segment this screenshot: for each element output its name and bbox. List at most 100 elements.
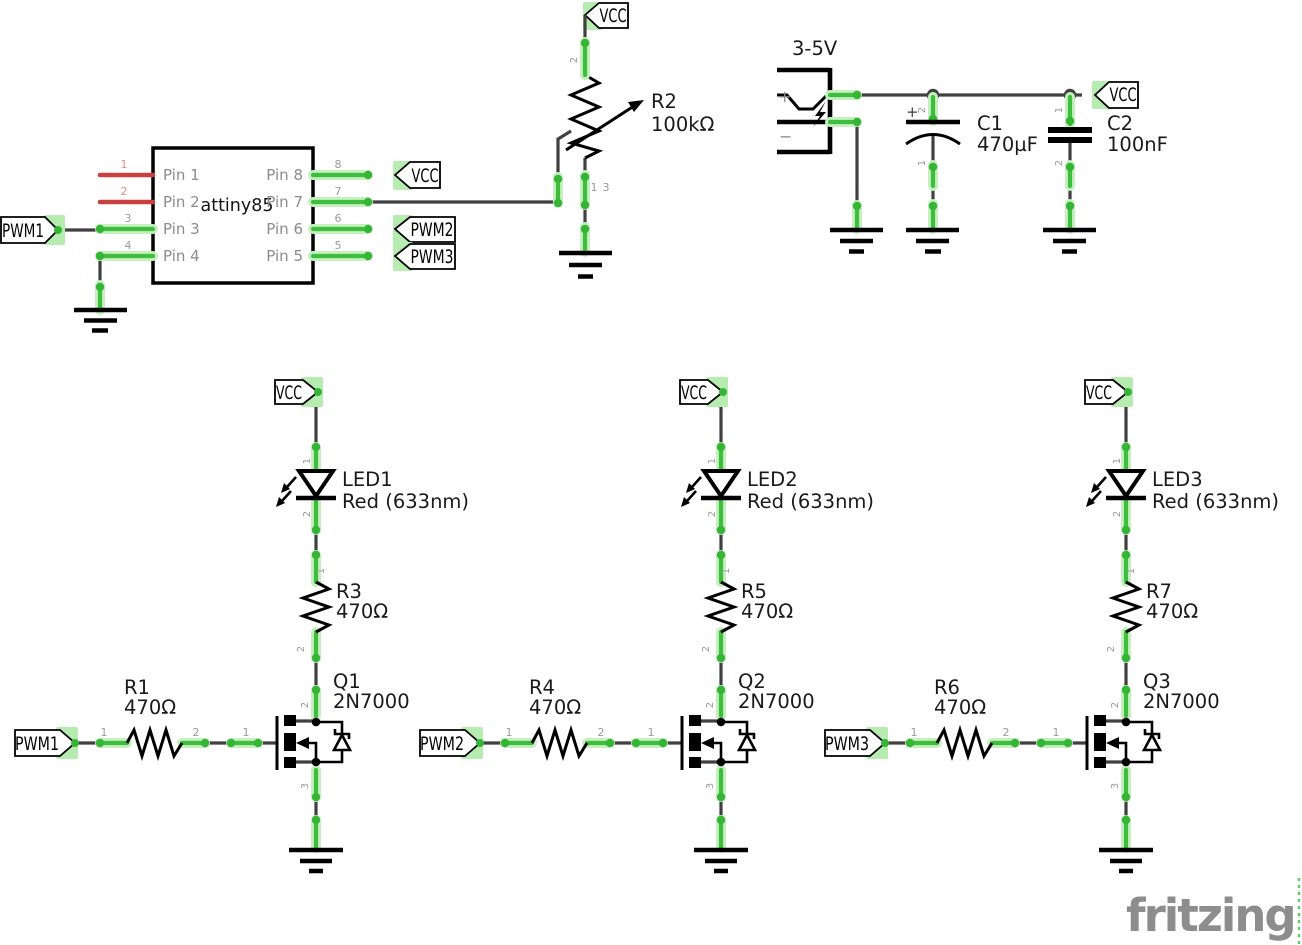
pin-number: 1 — [101, 726, 108, 739]
ic-pin7-label: Pin 7 — [266, 193, 303, 211]
cap-value: 470µF — [977, 133, 1038, 156]
pin-number: 3 — [603, 181, 610, 194]
net-flag-vcc-pin8[interactable]: VCC — [393, 161, 441, 190]
led-channel-3[interactable] — [825, 377, 1160, 871]
net-label: VCC — [412, 165, 439, 187]
led-channel-2-labels: VCC PWM2 LED2 Red (633nm) R5 470Ω Q2 2N7… — [420, 382, 874, 789]
pin-number: 2 — [917, 107, 928, 113]
led-ref: LED1 — [342, 468, 393, 491]
pin-number: 1 — [1053, 726, 1060, 739]
pin-number: 1 — [917, 160, 928, 166]
led-value: Red (633nm) — [1152, 490, 1279, 513]
pin-number: 3 — [705, 783, 716, 789]
ic-pin3-label: Pin 3 — [163, 220, 200, 238]
led-channel-3-labels: VCC PWM3 LED3 Red (633nm) R7 470Ω Q3 2N7… — [825, 382, 1279, 789]
ic-pin8-label: Pin 8 — [266, 166, 303, 184]
net-label: VCC — [1110, 84, 1137, 106]
pin-number: 2 — [707, 511, 718, 517]
ground-symbol — [559, 250, 612, 279]
capacitor-c1[interactable]: + 2 1 C1 470µF — [905, 92, 1038, 254]
pin-number: 2 — [296, 646, 307, 652]
net-label: PWM2 — [420, 733, 464, 755]
pin-number: 1 — [506, 726, 513, 739]
ic-pin5-label: Pin 5 — [266, 247, 303, 265]
power-jack-outline — [777, 67, 833, 155]
cap-ref: C1 — [977, 112, 1003, 135]
lightning-bolt-icon — [813, 101, 826, 127]
resistor-ref: R6 — [934, 676, 960, 699]
pin-number: 2 — [302, 511, 313, 517]
resistor-value: 470Ω — [336, 600, 388, 623]
fet-ref: Q1 — [333, 670, 361, 693]
pin-number: 1 — [707, 458, 718, 464]
power-supply[interactable]: 3-5V + − — [777, 37, 1082, 254]
pin-number: 2 — [569, 57, 580, 63]
pin-number: 1 — [1054, 107, 1065, 113]
net-label: VCC — [1086, 382, 1112, 404]
pin-number: 1 — [591, 181, 598, 194]
resistor-value: 470Ω — [124, 696, 176, 719]
pin-number: 1 — [1126, 568, 1137, 574]
pin-number: 2 — [121, 185, 128, 198]
pin-number: 2 — [598, 726, 605, 739]
pin-number: 1 — [121, 158, 128, 171]
led-ref: LED3 — [1152, 468, 1203, 491]
led-channel-1[interactable] — [15, 377, 350, 871]
fet-value: 2N7000 — [738, 690, 815, 713]
cap-value: 100nF — [1107, 133, 1168, 156]
led-channel-1-labels: VCC PWM1 LED1 Red (633nm) R3 470Ω Q1 2N7… — [15, 382, 469, 789]
ic-attiny85[interactable]: attiny85 Pin 1 Pin 2 Pin 3 Pin 4 Pin 8 P… — [151, 146, 315, 285]
net-flag-vcc-power[interactable]: VCC — [1092, 81, 1139, 109]
pin-number: 1 — [911, 726, 918, 739]
pin-number: 2 — [300, 702, 311, 708]
net-flag-pwm1-input[interactable]: PWM1 — [0, 215, 65, 245]
ground-symbol — [906, 227, 959, 254]
resistor-value: 470Ω — [1146, 600, 1198, 623]
pin-number: 3 — [125, 212, 132, 225]
pin-number: 1 — [721, 568, 732, 574]
net-flag-pwm3-pin5[interactable]: PWM3 — [393, 242, 456, 271]
cap-ref: C2 — [1107, 112, 1133, 135]
pin-number: 3 — [1110, 783, 1121, 789]
potentiometer-r2[interactable]: VCC 2 1 3 R2 100kΩ — [553, 2, 715, 279]
pin-number: 1 — [1112, 458, 1123, 464]
resistor-ref: R3 — [336, 580, 362, 603]
wiper-arrow — [565, 104, 635, 152]
pin-number: 1 — [243, 726, 250, 739]
ic-pin4-label: Pin 4 — [163, 247, 200, 265]
pin-number: 2 — [1112, 511, 1123, 517]
plus-terminal-label: + — [778, 87, 791, 106]
net-label: VCC — [600, 5, 627, 27]
pin-number: 1 — [648, 726, 655, 739]
pin-number: 3 — [300, 783, 311, 789]
pin-number: 2 — [1106, 646, 1117, 652]
led-channel-2[interactable] — [420, 377, 755, 871]
resistor-value: 470Ω — [934, 696, 986, 719]
net-label: PWM3 — [825, 733, 869, 755]
pin-number: 2 — [1003, 726, 1010, 739]
pin-number: 2 — [705, 702, 716, 708]
unconnected-pin-stubs[interactable]: 1 2 — [97, 158, 156, 205]
led-ref: LED2 — [747, 468, 798, 491]
fet-ref: Q3 — [1143, 670, 1171, 693]
pin-number: 2 — [1110, 702, 1121, 708]
fet-ref: Q2 — [738, 670, 766, 693]
pin-number: 4 — [125, 239, 132, 252]
net-label: VCC — [681, 382, 707, 404]
resistor-ref: R5 — [741, 580, 767, 603]
net-flag-pwm2-pin6[interactable]: PWM2 — [393, 215, 456, 244]
resistor-ref: R4 — [529, 676, 555, 699]
capacitor-c2[interactable]: 1 2 C2 100nF — [1043, 92, 1168, 254]
pin-number: 2 — [193, 726, 200, 739]
pin-number: 8 — [335, 158, 342, 171]
ground-symbol — [1043, 227, 1096, 254]
resistor-value: 470Ω — [741, 600, 793, 623]
ic-label: attiny85 — [200, 196, 273, 216]
fet-value: 2N7000 — [1143, 690, 1220, 713]
ic-pin6-label: Pin 6 — [266, 220, 303, 238]
ic-pin1-label: Pin 1 — [163, 166, 200, 184]
resistor-value: 470Ω — [529, 696, 581, 719]
resistor-ref: R7 — [1146, 580, 1172, 603]
ground-symbol — [830, 227, 883, 254]
